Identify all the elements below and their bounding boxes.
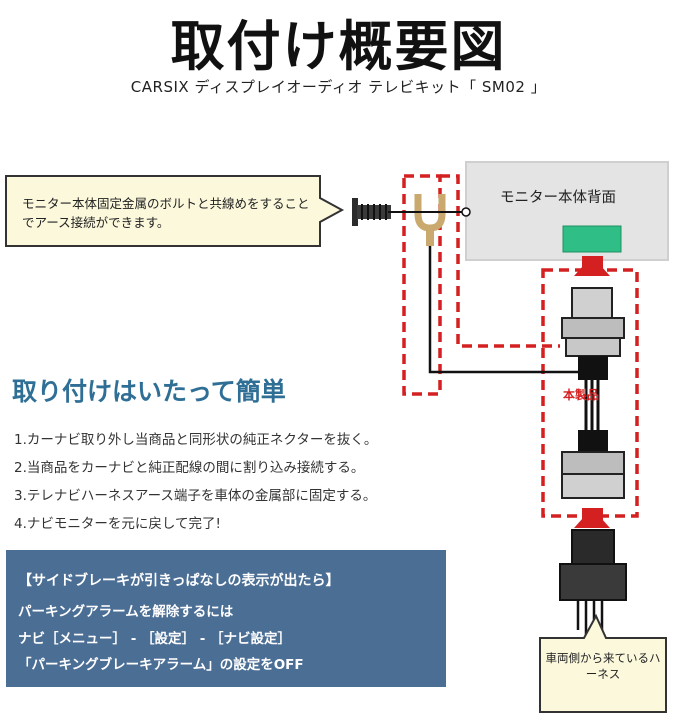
page-subtitle: CARSIX ディスプレイオーディオ テレビキット「 SM02 」 bbox=[130, 78, 547, 96]
arrow-to-product bbox=[574, 508, 610, 528]
product-cable bbox=[584, 380, 600, 432]
step-4: 4.ナビモニターを元に戻して完了! bbox=[14, 516, 221, 532]
monitor-label: モニター本体背面 bbox=[500, 190, 616, 206]
notice-heading: 【サイドブレーキが引きっぱなしの表示が出たら】 bbox=[18, 573, 340, 589]
arrow-to-monitor bbox=[574, 256, 610, 276]
bolt-icon bbox=[352, 198, 391, 226]
step-3: 3.テレナビハーネスアース端子を車体の金属部に固定する。 bbox=[14, 488, 377, 504]
product-connector-top bbox=[561, 287, 625, 380]
ground-path-dashed bbox=[402, 174, 442, 396]
harness-label: 車両側から来ているハーネス bbox=[545, 651, 661, 681]
product-connector-bottom bbox=[561, 430, 625, 499]
ground-path-inner-dashed bbox=[440, 174, 560, 348]
ground-terminal-icon bbox=[414, 194, 446, 246]
product-label: 本製品 bbox=[563, 388, 600, 402]
harness-callout-bubble bbox=[539, 613, 667, 713]
vehicle-harness-connector bbox=[559, 529, 627, 636]
notice-line-1: パーキングアラームを解除するには bbox=[18, 604, 234, 620]
step-1: 1.カーナビ取り外し当商品と同形状の純正ネクターを抜く。 bbox=[14, 432, 378, 448]
ground-wire bbox=[428, 246, 585, 374]
product-outline-dashed bbox=[541, 268, 639, 518]
notice-line-3: 「パーキングブレーキアラーム」の設定をOFF bbox=[18, 657, 304, 673]
step-2: 2.当商品をカーナビと純正配線の間に割り込み接続する。 bbox=[14, 460, 365, 476]
notice-box bbox=[6, 550, 446, 687]
callout-text: モニター本体固定金属のボルトと共線めをすることでアース接続ができます。 bbox=[22, 196, 310, 230]
notice-line-2: ナビ［メニュー］ - ［設定］ - ［ナビ設定］ bbox=[18, 631, 292, 647]
page-title: 取付け概要図 bbox=[170, 15, 507, 78]
callout-bubble bbox=[5, 175, 345, 247]
bolt-point bbox=[461, 207, 471, 217]
easy-heading: 取り付けはいたって簡単 bbox=[12, 377, 286, 406]
monitor-port-green bbox=[562, 225, 622, 253]
